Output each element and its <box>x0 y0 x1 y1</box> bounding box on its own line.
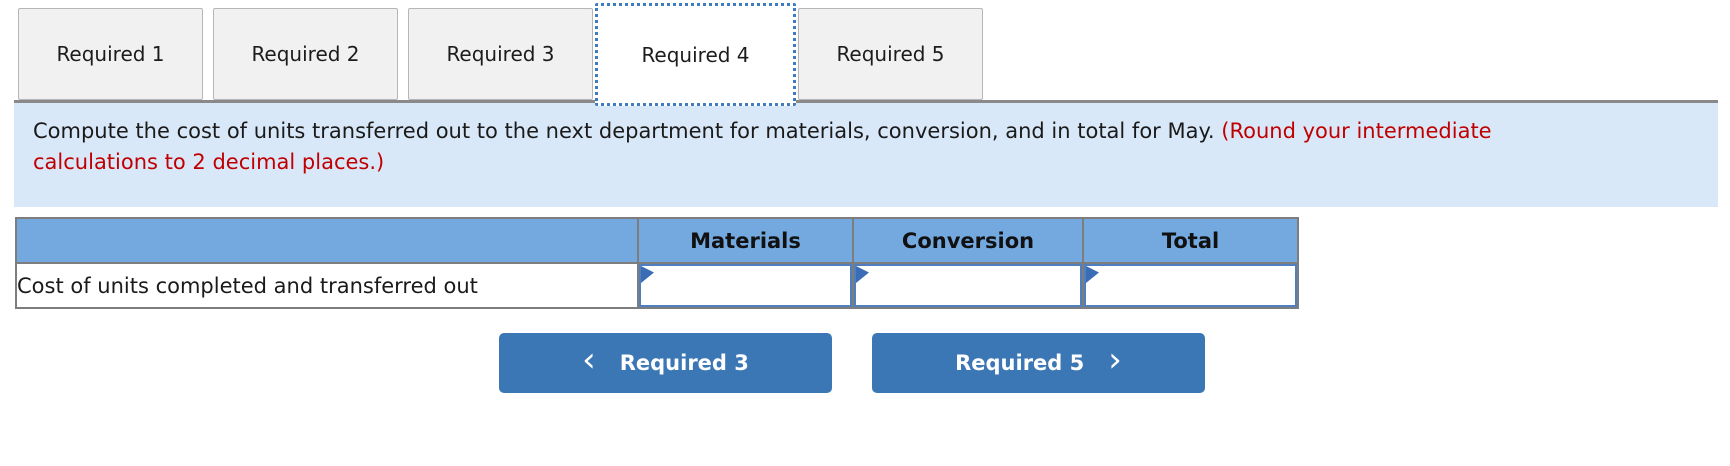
conversion-input-cell <box>852 262 1084 309</box>
materials-input-box <box>639 264 852 307</box>
chevron-right-icon: › <box>1108 340 1122 380</box>
chevron-left-icon: ‹ <box>582 340 596 380</box>
required-tab-bar: Required 1 Required 2 Required 3 Require… <box>0 0 1730 106</box>
next-button-label: Required 5 <box>955 351 1085 375</box>
instruction-main-text: Compute the cost of units transferred ou… <box>33 119 1215 143</box>
tab-required-5[interactable]: Required 5 <box>798 8 983 100</box>
prev-required-button[interactable]: ‹ Required 3 <box>499 333 832 393</box>
materials-input-cell <box>637 262 854 309</box>
requirement-nav: ‹ Required 3 Required 5 › <box>499 333 1730 393</box>
tab-required-3[interactable]: Required 3 <box>408 8 593 100</box>
row-label-cost-of-units: Cost of units completed and transferred … <box>15 262 639 309</box>
tab-required-1[interactable]: Required 1 <box>18 8 203 100</box>
instruction-banner: Compute the cost of units transferred ou… <box>14 100 1718 207</box>
next-required-button[interactable]: Required 5 › <box>872 333 1205 393</box>
total-input[interactable] <box>1086 266 1295 305</box>
column-header-conversion: Conversion <box>852 217 1084 264</box>
table-row: Cost of units completed and transferred … <box>15 262 1299 309</box>
materials-input[interactable] <box>641 266 850 305</box>
instruction-text: Compute the cost of units transferred ou… <box>33 116 1553 178</box>
total-input-box <box>1084 264 1297 307</box>
corner-header-cell <box>15 217 639 264</box>
total-input-cell <box>1082 262 1299 309</box>
column-header-total: Total <box>1082 217 1299 264</box>
conversion-input-box <box>854 264 1082 307</box>
conversion-input[interactable] <box>856 266 1080 305</box>
tab-required-2[interactable]: Required 2 <box>213 8 398 100</box>
instruction-rounding-note: (Round your intermediate calculations to… <box>33 119 1492 174</box>
tab-required-4[interactable]: Required 4 <box>595 3 796 106</box>
cost-table: Materials Conversion Total Cost of units… <box>15 217 1299 309</box>
prev-button-label: Required 3 <box>619 351 749 375</box>
table-header-row: Materials Conversion Total <box>15 217 1299 264</box>
column-header-materials: Materials <box>637 217 854 264</box>
